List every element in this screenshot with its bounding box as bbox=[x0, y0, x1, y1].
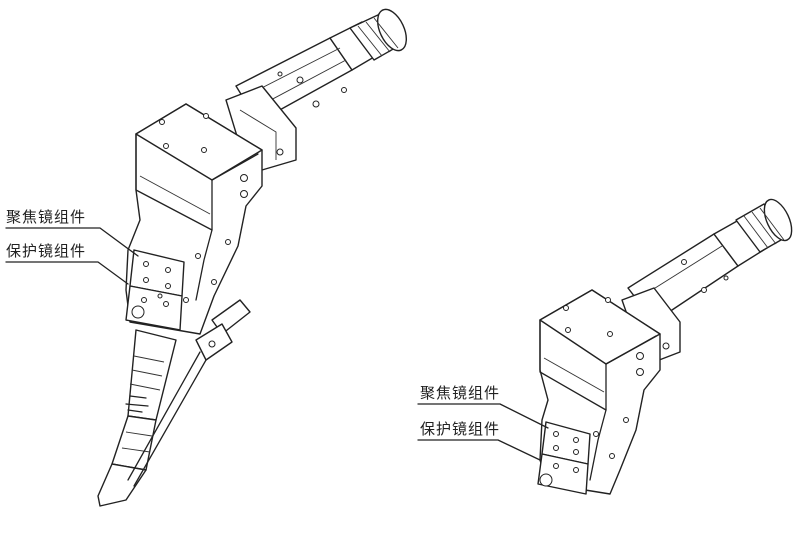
right-leader-protect bbox=[417, 439, 541, 461]
right-focus-label: 聚焦镜组件 bbox=[420, 384, 501, 402]
left-welding-head bbox=[5, 8, 408, 507]
left-mirror-plates bbox=[125, 249, 185, 331]
right-protect-label: 保护镜组件 bbox=[420, 420, 501, 438]
left-leader-focus bbox=[5, 227, 139, 257]
right-welding-head bbox=[417, 198, 793, 495]
right-leader-focus bbox=[417, 403, 549, 429]
left-protect-label: 保护镜组件 bbox=[6, 242, 87, 260]
left-focus-label: 聚焦镜组件 bbox=[6, 208, 87, 226]
right-mirror-plates bbox=[537, 421, 591, 495]
left-leader-protect bbox=[5, 261, 129, 285]
left-wire-feeder bbox=[127, 299, 251, 487]
left-nozzle bbox=[97, 329, 177, 507]
